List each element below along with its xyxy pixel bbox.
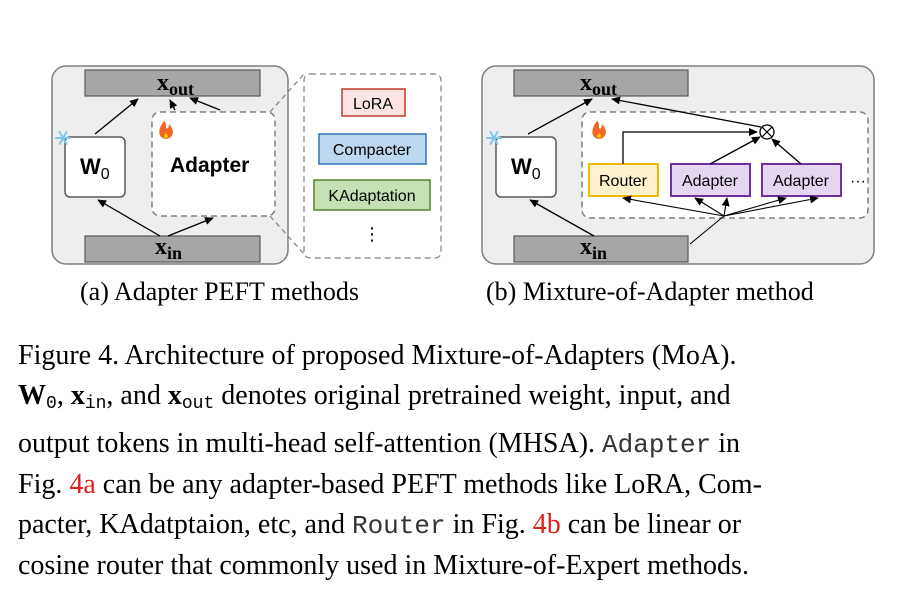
code-router: Router [351,511,446,541]
subfigure-b-caption: (b) Mixture-of-Adapter method [486,277,814,306]
code-adapter: Adapter [602,430,712,460]
symbol-w: W [18,380,46,411]
peft-methods-panel [303,73,442,259]
caption-line-4: Fig. 4a can be any adapter-based PEFT me… [18,465,914,505]
x-out-label: xout [157,70,194,99]
more-methods-ellipsis: ⋮ [363,224,381,244]
x-in-label: xin [155,234,182,263]
caption-line-2-rest: denotes original pretrained weight, inpu… [214,380,731,411]
caption-text: can be linear or [560,509,742,540]
w0-box [64,136,126,198]
caption-sep: , [56,380,71,411]
w0-box [495,136,557,198]
caption-text: pacter, KAdatptaion, etc, and [18,509,352,540]
caption-line-5: pacter, KAdatptaion, etc, and Router in … [18,505,914,546]
x-out-label: xout [580,70,617,99]
caption-and: , and [106,380,168,411]
figure-ref-4a[interactable]: 4a [69,469,96,500]
adapter-label: Adapter [170,154,249,177]
subfigure-a-caption: (a) Adapter PEFT methods [80,277,359,306]
caption-text: in [711,428,741,459]
circled-times-icon [759,124,775,140]
caption-line-6: cosine router that commonly used in Mixt… [18,550,749,581]
snowflake-icon [486,131,502,145]
router-label: Router [599,173,648,190]
snowflake-icon [55,131,71,145]
lora-box [341,88,406,117]
caption-text: can be any adapter-based PEFT methods li… [95,469,762,500]
x-in-bar [513,235,689,263]
compacter-label: Compacter [333,142,412,159]
caption-line-2: W0, xin, and xout denotes original pretr… [18,376,914,424]
more-adapters-ellipsis: ··· [850,173,866,190]
kadaptation-box [313,179,431,211]
adapter-2-box [761,163,842,197]
fire-icon [159,121,173,139]
caption-line-3: output tokens in multi-head self-attenti… [18,424,914,465]
x-in-label: xin [580,234,607,263]
x-in-bar [84,235,261,263]
caption-text: Fig. [18,469,70,500]
panel-a: xout xin W0 Adapter [51,65,442,265]
architecture-figure: xout xin W0 Adapter [51,65,875,265]
caption-line-1: Figure 4. Architecture of proposed Mixtu… [18,340,737,371]
adapter-2-label: Adapter [773,173,830,190]
fire-icon [592,121,606,139]
symbol-x-in-subscript: in [84,394,107,414]
symbol-w-subscript: 0 [46,394,57,414]
figure-ref-4b[interactable]: 4b [532,509,561,540]
kadaptation-label: KAdaptation [328,188,415,205]
adapter-box [151,111,276,217]
w0-label: W0 [80,154,110,183]
panel-b: xout xin W0 Router Adapter Adapter ··· [481,65,875,265]
w0-label: W0 [511,154,541,183]
router-box [588,163,659,197]
symbol-x-out: x [167,380,182,411]
caption-text: output tokens in multi-head self-attenti… [18,428,603,459]
symbol-x-in: x [70,380,85,411]
x-out-bar [513,69,689,97]
symbol-x-out-subscript: out [181,394,215,414]
adapter-1-label: Adapter [682,173,739,190]
figure-caption: Figure 4. Architecture of proposed Mixtu… [18,336,914,586]
lora-label: LoRA [353,96,393,113]
x-out-bar [84,69,261,97]
caption-text: in Fig. [445,509,533,540]
compacter-box [318,133,427,165]
